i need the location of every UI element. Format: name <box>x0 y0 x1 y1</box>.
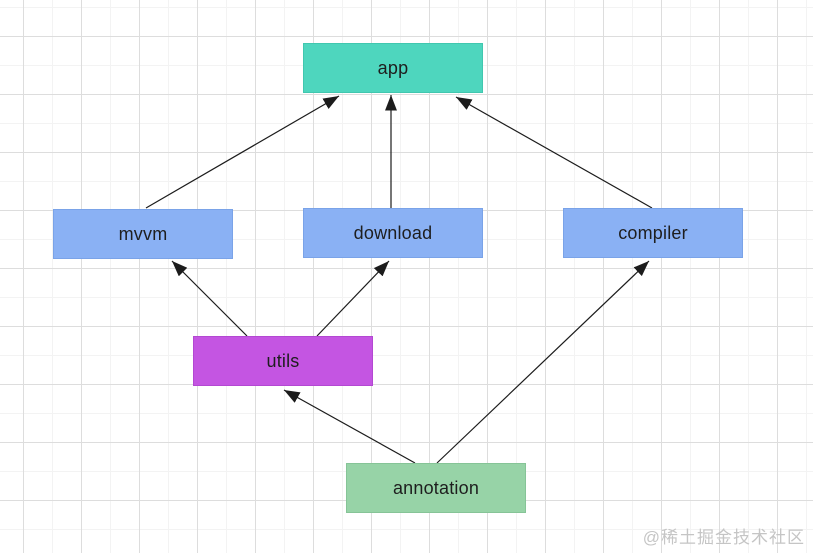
node-label-download: download <box>353 222 433 243</box>
node-annotation: annotation <box>346 463 526 513</box>
node-download: download <box>303 208 483 258</box>
edge-utils-download <box>316 260 390 337</box>
edge-annotation-compiler <box>436 260 650 464</box>
node-label-app: app <box>377 57 409 78</box>
node-compiler: compiler <box>563 208 743 258</box>
node-utils: utils <box>193 336 373 386</box>
node-label-compiler: compiler <box>618 222 688 243</box>
edge-annotation-utils <box>283 389 416 464</box>
node-label-utils: utils <box>266 350 300 371</box>
watermark: @稀土掘金技术社区 <box>642 528 805 547</box>
edge-utils-mvvm <box>171 260 248 337</box>
node-label-mvvm: mvvm <box>118 223 168 244</box>
node-label-annotation: annotation <box>392 477 480 498</box>
node-app: app <box>303 43 483 93</box>
edge-mvvm-app <box>145 95 340 209</box>
edge-compiler-app <box>455 96 653 209</box>
node-mvvm: mvvm <box>53 209 233 259</box>
